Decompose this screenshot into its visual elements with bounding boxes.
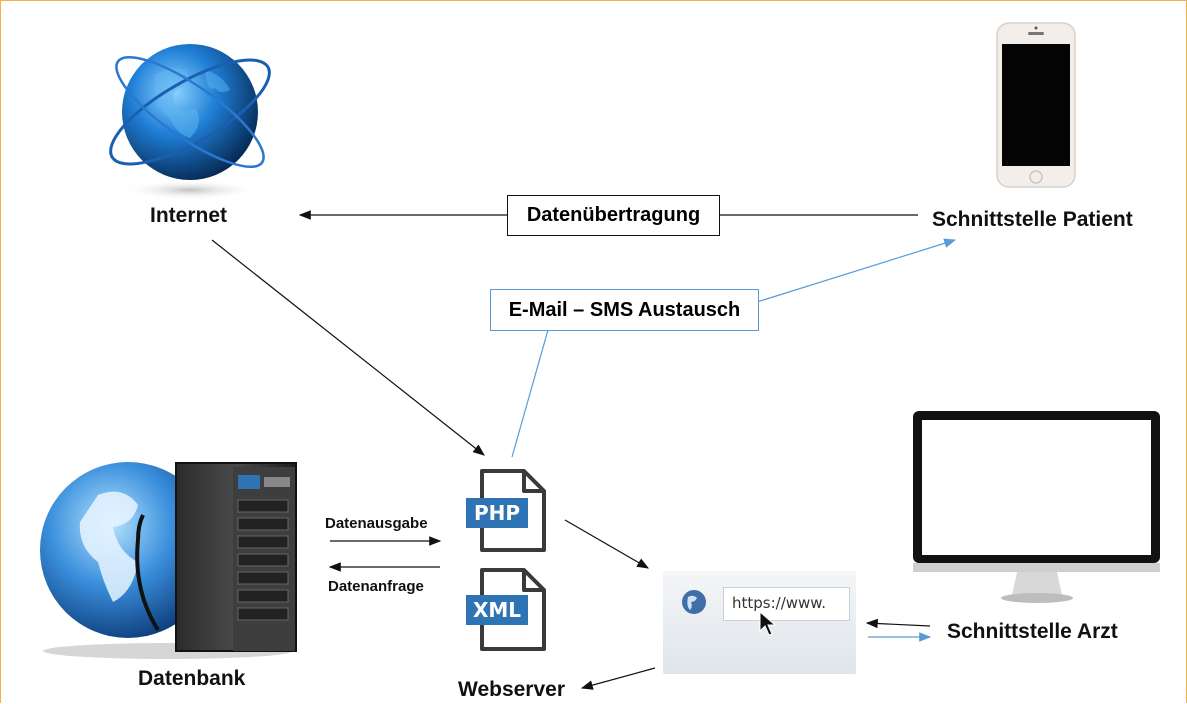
database-server-icon — [40, 462, 297, 659]
datenuebertragung-box: Datenübertragung — [507, 195, 720, 236]
patient-label: Schnittstelle Patient — [932, 208, 1133, 231]
browser-globe-icon — [682, 590, 706, 614]
email-sms-box: E-Mail – SMS Austausch — [490, 289, 759, 331]
webserver-label: Webserver — [458, 678, 566, 701]
monitor-icon — [913, 411, 1160, 603]
browser-url: https://www. — [732, 594, 826, 612]
arzt-label: Schnittstelle Arzt — [947, 620, 1118, 643]
arrow-internet-to-php — [211, 239, 485, 456]
browser-window: https://www. — [663, 571, 856, 674]
datenbank-label: Datenbank — [138, 667, 246, 690]
browser-address-bar: https://www. — [723, 587, 850, 621]
mouse-cursor-icon — [759, 611, 777, 636]
xml-tag: XML — [466, 595, 528, 625]
php-tag: PHP — [466, 498, 528, 528]
arrow-php-to-browser — [564, 519, 650, 569]
arrow-browser-to-webserver — [580, 667, 656, 690]
arrow-arzt-to-browser — [865, 618, 931, 629]
smartphone-icon — [996, 22, 1076, 188]
datenausgabe-label: Datenausgabe — [325, 515, 428, 532]
internet-globe-icon — [109, 44, 271, 200]
internet-label: Internet — [150, 204, 228, 227]
datenanfrage-label: Datenanfrage — [328, 578, 424, 595]
arrow-email-to-patient — [756, 238, 957, 303]
blue-line-php-to-email — [511, 329, 549, 458]
